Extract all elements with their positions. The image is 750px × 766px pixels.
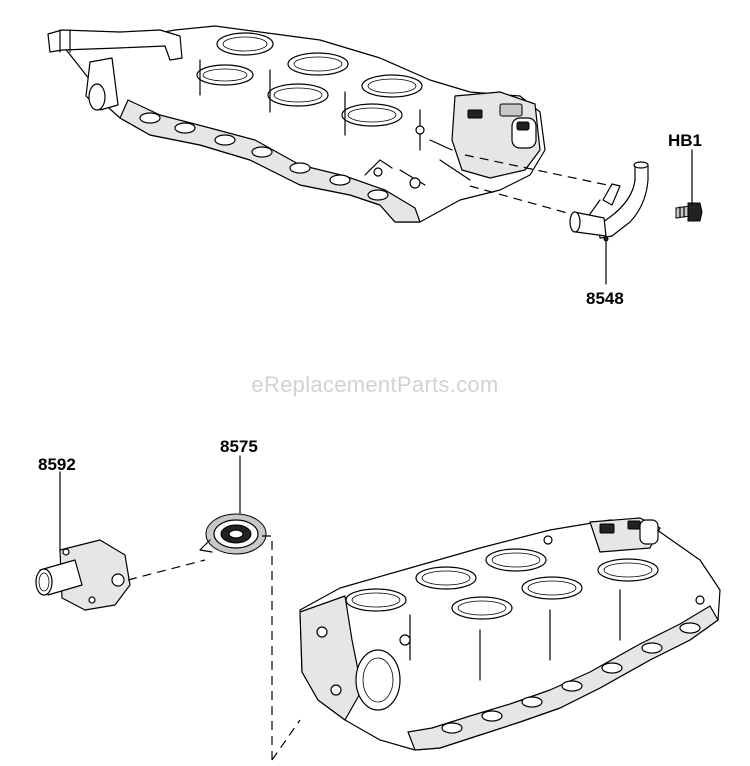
- watermark-text: eReplacementParts.com: [251, 372, 499, 397]
- lower-flange-holes: [441, 622, 701, 734]
- upper-intake-manifold: [47, 25, 546, 223]
- alignment-line-upper: [464, 154, 613, 187]
- callout-8548: 8548: [586, 289, 624, 308]
- part-8575-thermostat: [199, 513, 267, 555]
- intake-ports: [196, 32, 423, 127]
- alignment-line-lower: [469, 185, 579, 217]
- callout-hb1: HB1: [668, 131, 703, 150]
- part-hb1-bolt: [675, 202, 703, 222]
- callout-8592: 8592: [38, 455, 76, 474]
- alignment-line-housing: [262, 535, 273, 760]
- alignment-line-corner: [271, 719, 301, 761]
- callout-8575: 8575: [220, 437, 258, 456]
- flange-bolt-holes: [139, 112, 389, 201]
- part-8592-thermostat-housing: [35, 539, 131, 611]
- lower-intake-manifold: [299, 517, 721, 751]
- alignment-line-thermostat: [127, 559, 206, 581]
- lower-intake-ports: [345, 548, 659, 620]
- part-8548-coolant-pipe: [569, 161, 649, 239]
